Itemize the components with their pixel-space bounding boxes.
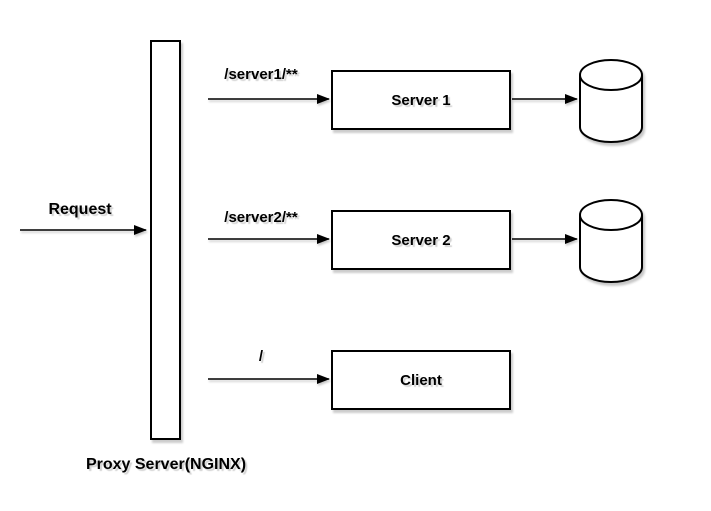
server-2-label: Server 2 (391, 231, 451, 249)
route-path-label-server1: /server1/** (224, 66, 298, 83)
database-cylinder-2 (579, 199, 643, 283)
proxy-server-node (150, 40, 181, 440)
client-label: Client (400, 371, 442, 389)
database-cylinder-1 (579, 59, 643, 143)
route-path-label-client: / (258, 348, 264, 365)
client-node: Client (331, 350, 511, 410)
server-2-node: Server 2 (331, 210, 511, 270)
route-path-label-server2: /server2/** (224, 209, 298, 226)
request-label: Request (48, 201, 112, 218)
proxy-server-label: Proxy Server(NGINX) (85, 456, 247, 473)
server-1-node: Server 1 (331, 70, 511, 130)
server-1-label: Server 1 (391, 91, 451, 109)
